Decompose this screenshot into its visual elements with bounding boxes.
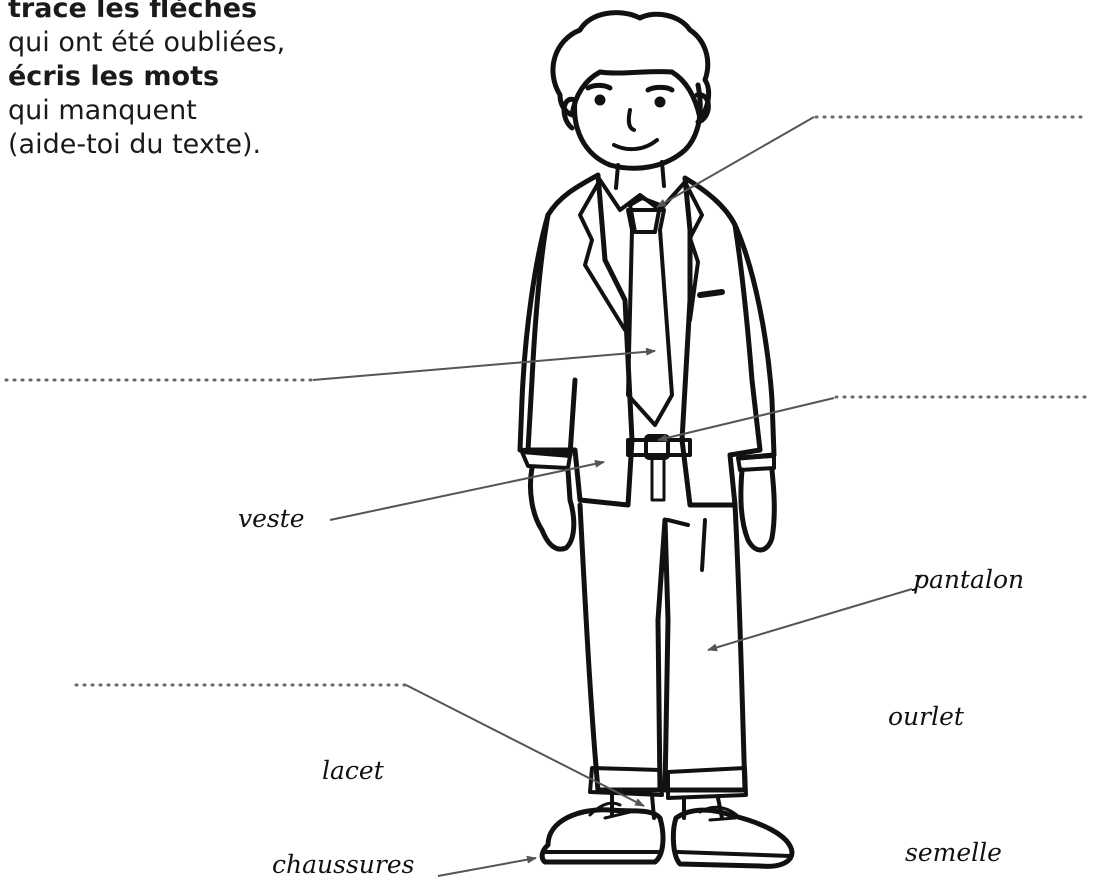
lapel-left xyxy=(578,178,627,332)
arrow-pantalon xyxy=(707,588,913,652)
sleeve-right xyxy=(732,222,777,461)
arrow-tie xyxy=(312,347,656,381)
arrow-sock xyxy=(405,684,645,807)
hand-left xyxy=(527,465,577,552)
instruction-line-2: qui ont été oubliées, xyxy=(8,27,286,58)
lace-left xyxy=(588,801,632,820)
instruction-line-1: trace les flèches xyxy=(8,0,258,24)
neck xyxy=(614,160,666,190)
ear-right xyxy=(694,92,711,125)
hem-right xyxy=(666,766,748,800)
pocket-line xyxy=(666,518,707,572)
arrow-chaussures xyxy=(437,855,537,877)
label-ourlet: ourlet xyxy=(888,702,964,731)
instruction-line-4: qui manquent xyxy=(8,95,197,126)
fly xyxy=(650,458,666,502)
breast-pocket xyxy=(697,289,725,298)
belt-buckle xyxy=(644,434,670,460)
arrows xyxy=(312,116,913,877)
label-chaussures: chaussures xyxy=(272,850,415,879)
boy-figure xyxy=(517,10,795,869)
arrow-tie-knot xyxy=(656,116,815,208)
hand-right xyxy=(738,467,777,553)
eye-right xyxy=(654,96,666,108)
lapel-right xyxy=(683,180,704,322)
pantalon-underline xyxy=(911,574,923,591)
cuff-left xyxy=(520,450,572,470)
instruction-line-5: (aide-toi du texte). xyxy=(8,129,262,160)
label-pantalon: pantalon xyxy=(913,565,1025,594)
tie xyxy=(626,208,674,427)
instructions: trace les flèches qui ont été oubliées, … xyxy=(8,0,368,162)
lace-right xyxy=(698,805,742,822)
label-semelle: semelle xyxy=(905,838,1002,867)
hem-left xyxy=(588,766,664,797)
shirt-collar xyxy=(598,178,687,212)
eyebrow-right xyxy=(645,84,675,93)
trouser-left xyxy=(577,502,668,793)
sole-right xyxy=(676,850,792,858)
jacket-left xyxy=(525,172,635,508)
cuff-right xyxy=(736,454,776,472)
arrow-veste xyxy=(329,459,605,521)
jacket-right xyxy=(679,175,763,508)
answer-lines xyxy=(4,115,1090,687)
tie-knot xyxy=(628,196,662,234)
eyebrow-left xyxy=(585,82,613,91)
hair xyxy=(550,10,712,121)
label-veste: veste xyxy=(238,504,305,533)
shoe-left xyxy=(539,807,666,865)
eye-left xyxy=(594,94,606,106)
ear-left xyxy=(561,96,578,131)
arrow-belt xyxy=(657,397,835,442)
shoe-right xyxy=(670,807,795,869)
face xyxy=(572,82,703,171)
instruction-line-3: écris les mots xyxy=(8,61,220,92)
nose xyxy=(626,108,636,132)
label-lacet: lacet xyxy=(322,756,384,785)
mouth xyxy=(612,138,659,152)
sleeve-left xyxy=(517,212,578,458)
